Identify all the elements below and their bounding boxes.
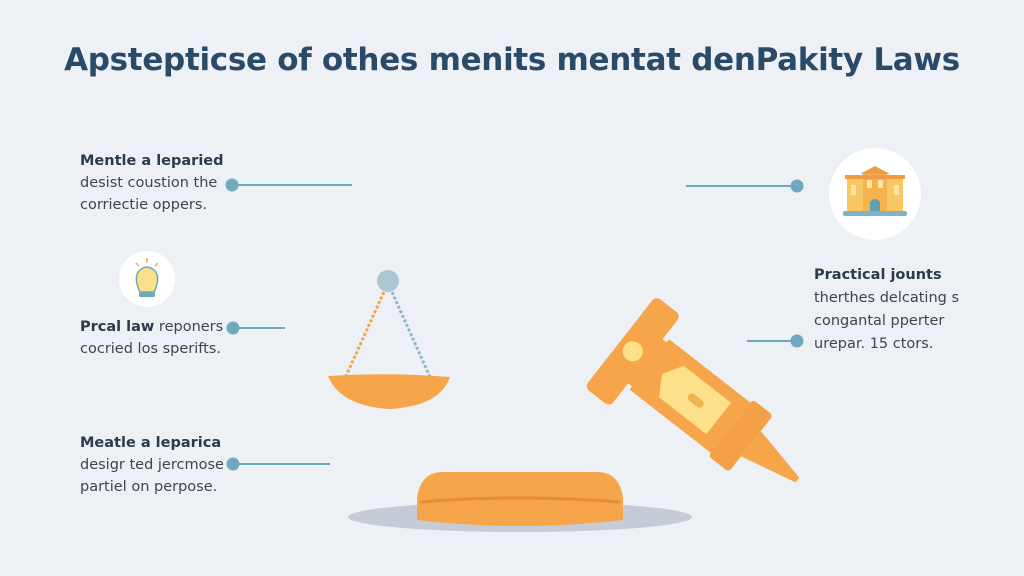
block-text: desist coustion the [80, 175, 218, 191]
block-text: desigr ted jercmose [80, 457, 224, 473]
block-text: urepar. 15 ctors. [814, 336, 934, 352]
block-text: cocried los sperifts. [80, 341, 221, 357]
block-heading: Mentle a leparied [80, 153, 224, 169]
left-block-2: Prcal law reponers cocried los sperifts. [80, 316, 223, 360]
scale-icon [328, 270, 450, 409]
block-heading: Prcal law [80, 319, 155, 335]
block-heading: Meatle a leparica [80, 435, 222, 451]
connectors [225, 178, 804, 471]
block-text: partiel on perpose. [80, 479, 218, 495]
block-text: therthes delcating s [814, 290, 959, 306]
left-block-1: Mentle a leparied desist coustion the co… [80, 150, 224, 216]
page-title: Apstepticse of othes menits mentat denPa… [64, 42, 960, 78]
block-text: corriectie oppers. [80, 197, 208, 213]
lightbulb-icon [119, 251, 175, 307]
courthouse-icon [829, 148, 921, 240]
connector-dot [226, 457, 240, 471]
right-block: Practical jounts therthes delcating s co… [814, 264, 959, 356]
left-block-3: Meatle a leparica desigr ted jercmose pa… [80, 432, 224, 498]
connector-dot [226, 321, 240, 335]
block-heading-rest: reponers [154, 319, 224, 335]
block-text: congantal pperter [814, 313, 945, 329]
connector-dot [790, 179, 804, 193]
gavel-icon [586, 298, 800, 483]
sound-block-icon [348, 472, 692, 532]
block-heading: Practical jounts [814, 267, 942, 283]
connector-dot [790, 334, 804, 348]
connector-dot [225, 178, 239, 192]
